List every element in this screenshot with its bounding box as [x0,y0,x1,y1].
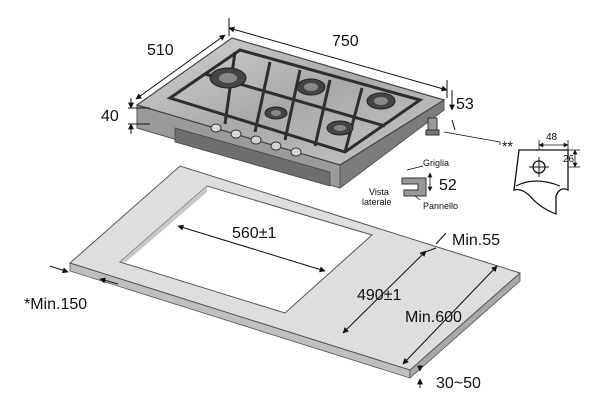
knob-offset-label: 53 [456,96,474,113]
hob [135,37,446,189]
gas-connector-icon [425,117,440,136]
connection-marker: ** [502,138,513,154]
hob-depth-label: 510 [147,42,174,59]
connection-height-label: 26 [563,154,575,165]
hob-casing [174,127,331,187]
min-side-label: *Min.150 [24,296,87,313]
hob-height-label: 40 [101,108,119,125]
hob-width-label: 750 [332,33,359,50]
hob-dimensions [128,18,456,134]
cutout-width-label: 560±1 [232,225,276,242]
min-front-label: Min.55 [452,232,500,249]
min-depth-label: Min.600 [405,309,462,326]
side-height-label: 52 [439,177,457,194]
side-view-title-line1: Vista [369,187,389,197]
cutout-dimensions [49,224,498,388]
connection-bracket-icon [513,149,569,215]
cutout-depth-label: 490±1 [357,287,401,304]
connection-detail: ** 48 26 [443,131,580,215]
side-panel-label: Pannello [423,201,458,211]
side-view-profile-icon [401,177,427,197]
side-view-title-line2: laterale [362,197,392,207]
cutout-inner-wall [120,186,207,262]
side-view: Griglia 52 Vista laterale Pannello [362,158,458,211]
worktop-thickness-label: 30~50 [436,375,481,392]
control-knobs [210,123,302,157]
side-grid-label: Griglia [423,158,449,168]
worktop [69,165,521,379]
connection-width-label: 48 [546,132,558,143]
